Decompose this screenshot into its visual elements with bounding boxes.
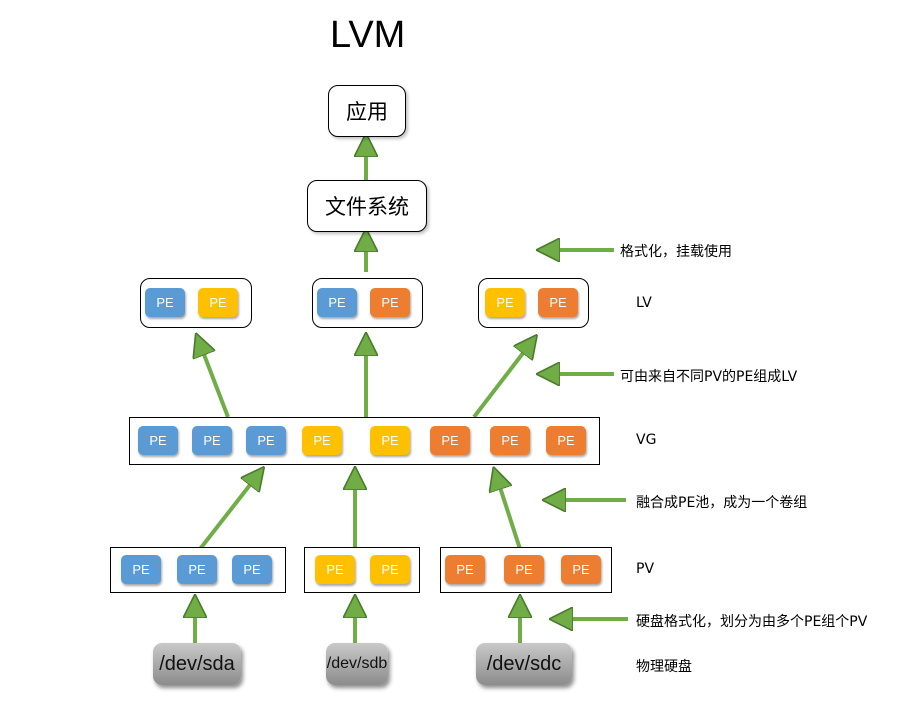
- pv2-pe-yellow-2: PE: [370, 555, 410, 584]
- vg-pe-yellow-5: PE: [370, 426, 410, 455]
- lv2-pe-blue-1: PE: [317, 288, 357, 317]
- pv3-pe-orange-2: PE: [504, 555, 544, 584]
- vg-pe-yellow-4: PE: [302, 426, 342, 455]
- disk-sdc-label: /dev/sdc: [486, 652, 562, 675]
- pv1-pe-blue-1: PE: [121, 555, 161, 584]
- app-node-label: 应用: [346, 100, 388, 124]
- lv1-pe-yellow-2: PE: [198, 288, 238, 317]
- annotation-vg-desc: 融合成PE池，成为一个卷组: [636, 495, 808, 511]
- annotation-vg: VG: [636, 432, 657, 448]
- disk-sda-label: /dev/sda: [159, 652, 235, 675]
- lv3-pe-orange-2: PE: [538, 288, 578, 317]
- annotation-format-mount: 格式化，挂载使用: [620, 244, 732, 260]
- lv2-pe-orange-2: PE: [370, 288, 410, 317]
- annotation-lv: LV: [636, 295, 652, 311]
- filesystem-node-label: 文件系统: [325, 195, 409, 219]
- filesystem-node: 文件系统: [307, 180, 427, 232]
- arrow-vg-to-lv3: [472, 344, 530, 419]
- vg-pe-blue-3: PE: [246, 426, 286, 455]
- pv3-pe-orange-1: PE: [445, 555, 485, 584]
- arrow-pv1-to-vg: [198, 476, 257, 551]
- vg-pe-blue-1: PE: [138, 426, 178, 455]
- annotation-physical: 物理硬盘: [636, 659, 692, 675]
- disk-sdb-label: /dev/sdb: [326, 655, 388, 672]
- diagram-title: LVM: [330, 14, 406, 56]
- pv2-pe-yellow-1: PE: [315, 555, 355, 584]
- disk-sdb: /dev/sdb: [326, 643, 388, 685]
- lv1-pe-blue-1: PE: [145, 288, 185, 317]
- vg-pe-orange-6: PE: [430, 426, 470, 455]
- vg-pe-orange-7: PE: [490, 426, 530, 455]
- pv1-pe-blue-3: PE: [232, 555, 272, 584]
- arrow-pv3-to-vg: [497, 478, 522, 550]
- vg-pe-blue-2: PE: [192, 426, 232, 455]
- pv3-pe-orange-3: PE: [561, 555, 601, 584]
- arrow-vg-to-lv1: [200, 344, 230, 418]
- lv3-pe-yellow-1: PE: [485, 288, 525, 317]
- pv1-pe-blue-2: PE: [177, 555, 217, 584]
- vg-pe-orange-8: PE: [546, 426, 586, 455]
- annotation-pv-desc: 硬盘格式化，划分为由多个PE组个PV: [636, 614, 868, 630]
- annotation-pv: PV: [636, 561, 655, 577]
- disk-sdc: /dev/sdc: [476, 643, 572, 685]
- annotation-lv-desc: 可由来自不同PV的PE组成LV: [620, 369, 798, 385]
- disk-sda: /dev/sda: [153, 643, 241, 685]
- app-node: 应用: [328, 85, 406, 137]
